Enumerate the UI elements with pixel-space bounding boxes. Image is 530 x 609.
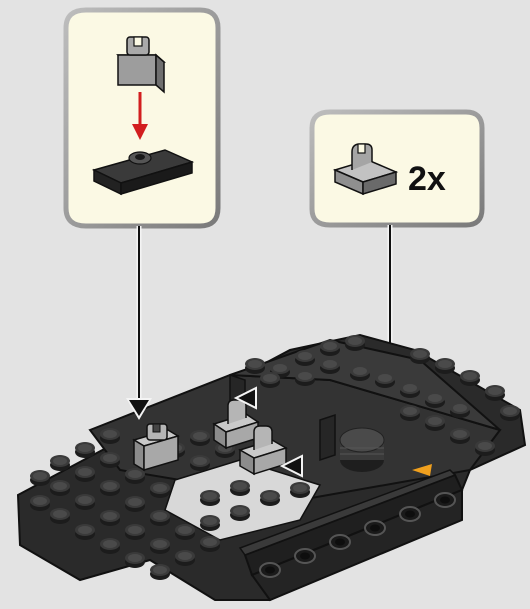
orange-accent — [412, 464, 432, 476]
technic-beam — [238, 469, 464, 602]
round-tile — [339, 427, 385, 472]
placed-clip-upper — [212, 399, 260, 450]
black-arrow-icons — [126, 386, 303, 478]
red-arrow-icon — [132, 92, 148, 140]
placed-clip-lower — [238, 425, 288, 476]
chassis-assembly — [16, 333, 527, 602]
quantity-callout — [309, 109, 485, 228]
clip-plate-icon — [332, 143, 399, 196]
step-callout — [63, 7, 221, 229]
plate-1x2-icon — [91, 149, 195, 196]
quantity-label: 2x — [408, 160, 446, 198]
clip-plate-icon — [116, 36, 166, 94]
placed-clip-left — [132, 423, 180, 472]
